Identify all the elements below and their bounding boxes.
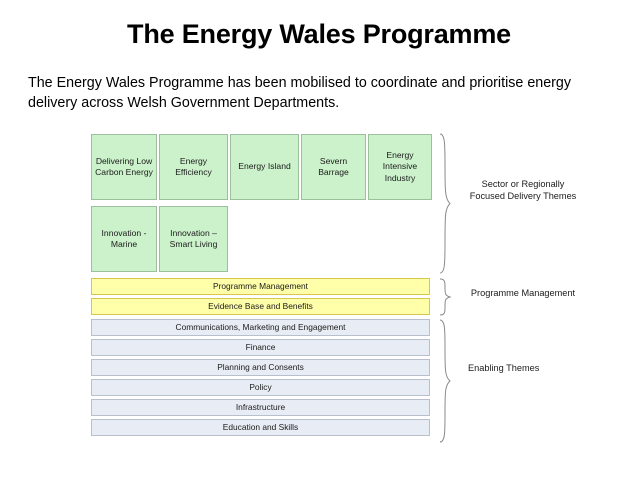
enabling-bar-infrastructure[interactable]: Infrastructure bbox=[91, 399, 430, 416]
group-label-enabling-themes: Enabling Themes bbox=[468, 363, 540, 373]
enabling-bar-planning-and-consents[interactable]: Planning and Consents bbox=[91, 359, 430, 376]
page-title: The Energy Wales Programme bbox=[127, 19, 511, 49]
brace-enabling-themes bbox=[437, 319, 451, 443]
theme-box-label: Energy Intensive Industry bbox=[382, 150, 418, 183]
enabling-bar-label: Education and Skills bbox=[222, 422, 299, 433]
programme-bar-evidence-base-and-benefits[interactable]: Evidence Base and Benefits bbox=[91, 298, 430, 315]
group-label-programme-management: Programme Management bbox=[470, 288, 576, 298]
enabling-bar-label: Planning and Consents bbox=[217, 362, 304, 373]
theme-box-energy-efficiency[interactable]: Energy Efficiency bbox=[159, 134, 228, 200]
theme-box-label: Delivering Low Carbon Energy bbox=[95, 155, 153, 177]
enabling-bar-label: Finance bbox=[245, 342, 276, 353]
programme-bar-programme-management[interactable]: Programme Management bbox=[91, 278, 430, 295]
theme-box-energy-island[interactable]: Energy Island bbox=[230, 134, 299, 200]
theme-box-severn-barrage[interactable]: Severn Barrage bbox=[301, 134, 366, 200]
enabling-bar-label: Infrastructure bbox=[235, 402, 286, 413]
enabling-bar-education-and-skills[interactable]: Education and Skills bbox=[91, 419, 430, 436]
theme-box-label: Innovation - Marine bbox=[101, 227, 147, 249]
programme-bar-label: Evidence Base and Benefits bbox=[208, 301, 313, 312]
group-label-delivery-themes: Sector or Regionally Focused Delivery Th… bbox=[469, 179, 577, 202]
enabling-bar-label: Policy bbox=[249, 382, 272, 393]
slide-subtitle: The Energy Wales Programme has been mobi… bbox=[28, 75, 572, 112]
theme-box-label: Innovation – Smart Living bbox=[169, 227, 218, 249]
theme-box-innovation-marine[interactable]: Innovation - Marine bbox=[91, 206, 157, 272]
brace-programme-management bbox=[437, 278, 451, 316]
enabling-bar-policy[interactable]: Policy bbox=[91, 379, 430, 396]
enabling-bar-finance[interactable]: Finance bbox=[91, 339, 430, 356]
theme-box-label: Energy Efficiency bbox=[175, 155, 212, 177]
enabling-bar-label: Communications, Marketing and Engagement bbox=[175, 322, 346, 333]
programme-bar-label: Programme Management bbox=[213, 281, 308, 292]
theme-box-energy-intensive-industry[interactable]: Energy Intensive Industry bbox=[368, 134, 432, 200]
theme-box-label: Severn Barrage bbox=[318, 155, 349, 177]
theme-box-innovation-smart-living[interactable]: Innovation – Smart Living bbox=[159, 206, 228, 272]
brace-delivery-themes bbox=[437, 133, 451, 274]
theme-box-label: Energy Island bbox=[238, 161, 291, 172]
theme-box-delivering-low-carbon-energy[interactable]: Delivering Low Carbon Energy bbox=[91, 134, 157, 200]
enabling-bar-communications-marketing-and-engagement[interactable]: Communications, Marketing and Engagement bbox=[91, 319, 430, 336]
